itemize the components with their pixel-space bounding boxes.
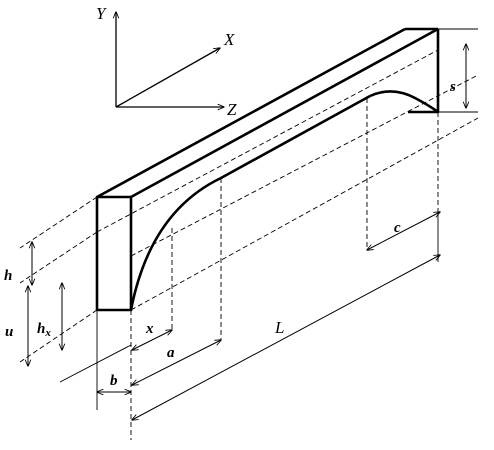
y-axis-label: Y	[96, 4, 107, 23]
dim-s-label: s	[449, 79, 456, 95]
dim-L-label: L	[274, 318, 284, 337]
dim-x-label: x	[145, 321, 154, 337]
dim-hx-subscript: x	[44, 327, 51, 339]
dim-L-arrow	[132, 255, 440, 420]
dim-a-label: a	[167, 345, 175, 361]
extension-lines	[59, 28, 478, 410]
dim-c-label: c	[394, 220, 401, 236]
beam-bottom-edge	[220, 94, 371, 180]
beam-haunch-curve	[129, 176, 222, 311]
beam-far-notch	[369, 90, 440, 114]
coordinate-axes	[116, 12, 224, 107]
beam-outline	[95, 27, 440, 312]
dim-hx-label: hx	[37, 321, 51, 339]
x-axis-line	[115, 48, 220, 108]
dim-a-arrow	[132, 340, 221, 385]
dim-hx-main: h	[37, 321, 45, 337]
beam-top-edge-left	[96, 27, 406, 199]
dim-h-label: h	[4, 268, 12, 284]
dim-u-label: u	[5, 324, 13, 340]
dim-b-label: b	[110, 373, 118, 389]
x-axis-label: X	[223, 30, 235, 49]
beam-end-face	[95, 195, 133, 312]
dim-c-arrow	[367, 212, 440, 250]
dimension-arrows	[28, 44, 466, 420]
beam-top-edge-right	[130, 27, 439, 199]
construction-lines	[19, 49, 479, 440]
z-axis-label: Z	[227, 100, 237, 119]
